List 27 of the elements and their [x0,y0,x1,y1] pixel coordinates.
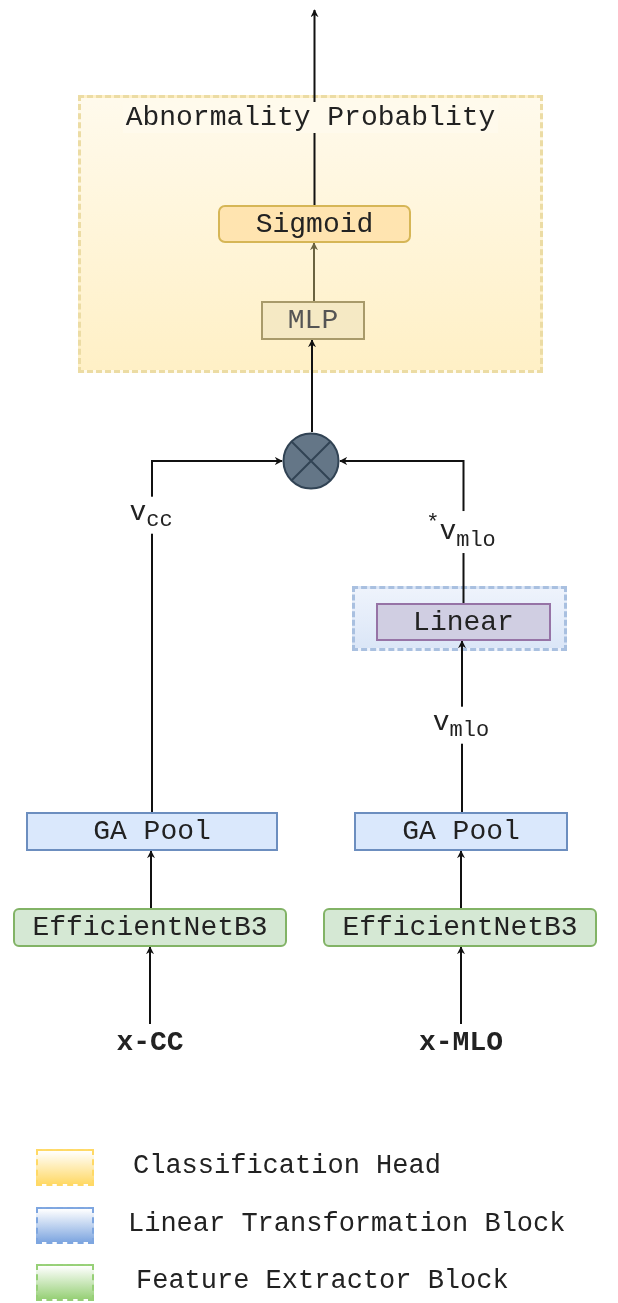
arrow [310,9,319,206]
process-box: Linear [376,603,551,641]
arrow [457,946,465,1025]
process-box: GA Pool [26,812,278,851]
process-box: GA Pool [354,812,568,851]
edge-label: v$_{cc}$ [127,496,175,534]
process-box: Sigmoid [218,205,411,243]
block-title: Abnormality Probablity [122,102,499,133]
arrow [308,339,316,433]
multiply-circle [282,432,340,490]
arrow [310,242,318,302]
arrow [146,946,154,1025]
transformation-block [352,586,567,651]
legend-label: Linear Transformation Block [128,1209,566,1239]
arrow [339,457,465,604]
input-label: x-MLO [400,1024,522,1060]
classification-head-block [78,95,543,373]
process-box: EfficientNetB3 [323,908,597,947]
process-box: EfficientNetB3 [13,908,287,947]
input-label: x-CC [100,1024,200,1060]
arrow [151,457,283,813]
legend-label: Classification Head [133,1151,441,1181]
arrow [457,850,465,909]
arrow [147,850,155,909]
legend-label: Feature Extractor Block [136,1266,509,1296]
arrow [458,640,466,813]
process-box: MLP [261,301,365,340]
